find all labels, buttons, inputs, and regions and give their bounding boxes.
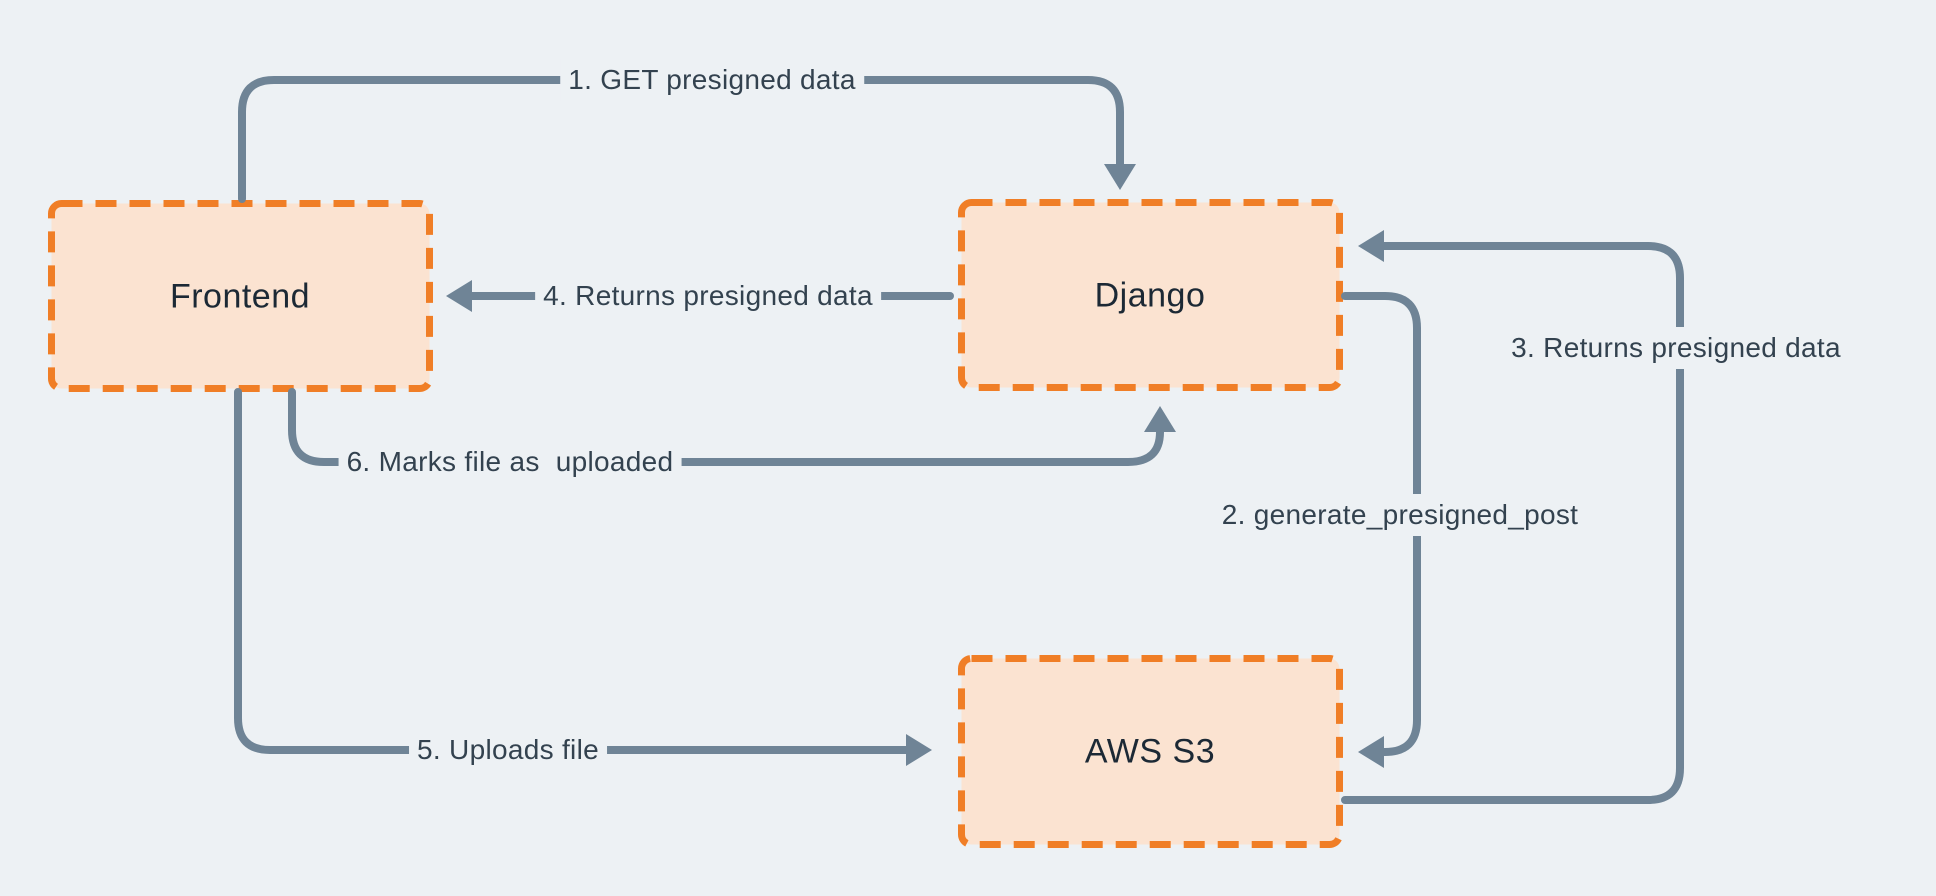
edge-6-marks-file-uploaded-arrow — [288, 388, 1176, 466]
edge-1-label: 1. GET presigned data — [560, 59, 864, 101]
arrowhead-up-icon — [1144, 406, 1176, 432]
node-frontend-box — [48, 200, 433, 392]
arrowhead-left-icon — [1358, 230, 1384, 262]
edge-4-label: 4. Returns presigned data — [535, 275, 881, 317]
edge-5-label: 5. Uploads file — [409, 729, 607, 771]
edge-2-label: 2. generate_presigned_post — [1213, 494, 1587, 536]
edge-3-returns-presigned-data-arrow — [1341, 230, 1684, 804]
edge-6-label: 6. Marks file as uploaded — [338, 441, 682, 483]
arrowhead-left-icon — [1358, 736, 1384, 768]
edge-5-uploads-file-arrow — [234, 388, 932, 766]
arrowhead-right-icon — [906, 734, 932, 766]
node-frontend-label: Frontend — [169, 277, 311, 316]
arrowhead-down-icon — [1104, 164, 1136, 190]
node-django-label: Django — [1094, 276, 1206, 315]
edge-3-label: 3. Returns presigned data — [1503, 327, 1849, 369]
node-django-box — [958, 199, 1343, 391]
arrowhead-left-icon — [446, 280, 472, 312]
node-aws-s3-label: AWS S3 — [1084, 732, 1216, 771]
node-aws-s3-box — [958, 655, 1343, 848]
